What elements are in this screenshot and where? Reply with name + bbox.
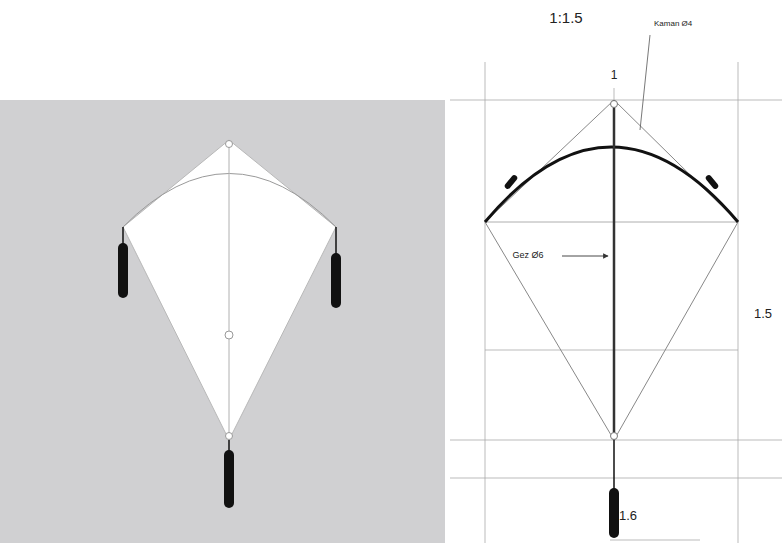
- part-label: Kaman Ø4: [654, 20, 692, 29]
- kite-illustration: [118, 140, 341, 508]
- dimension-label: 1.6: [619, 509, 637, 523]
- scale-label: 1:1.5: [549, 10, 582, 27]
- part-label: Gez Ø6: [512, 251, 543, 261]
- grey-panel: [0, 100, 445, 543]
- dimension-label: 1.5: [754, 307, 772, 321]
- spine-spar: [613, 100, 616, 440]
- leader-lines: [562, 35, 650, 256]
- dimension-label: 1: [611, 69, 618, 82]
- grid-lines: [450, 62, 782, 543]
- bow-spar: [485, 147, 738, 222]
- kite-plan: [485, 100, 738, 538]
